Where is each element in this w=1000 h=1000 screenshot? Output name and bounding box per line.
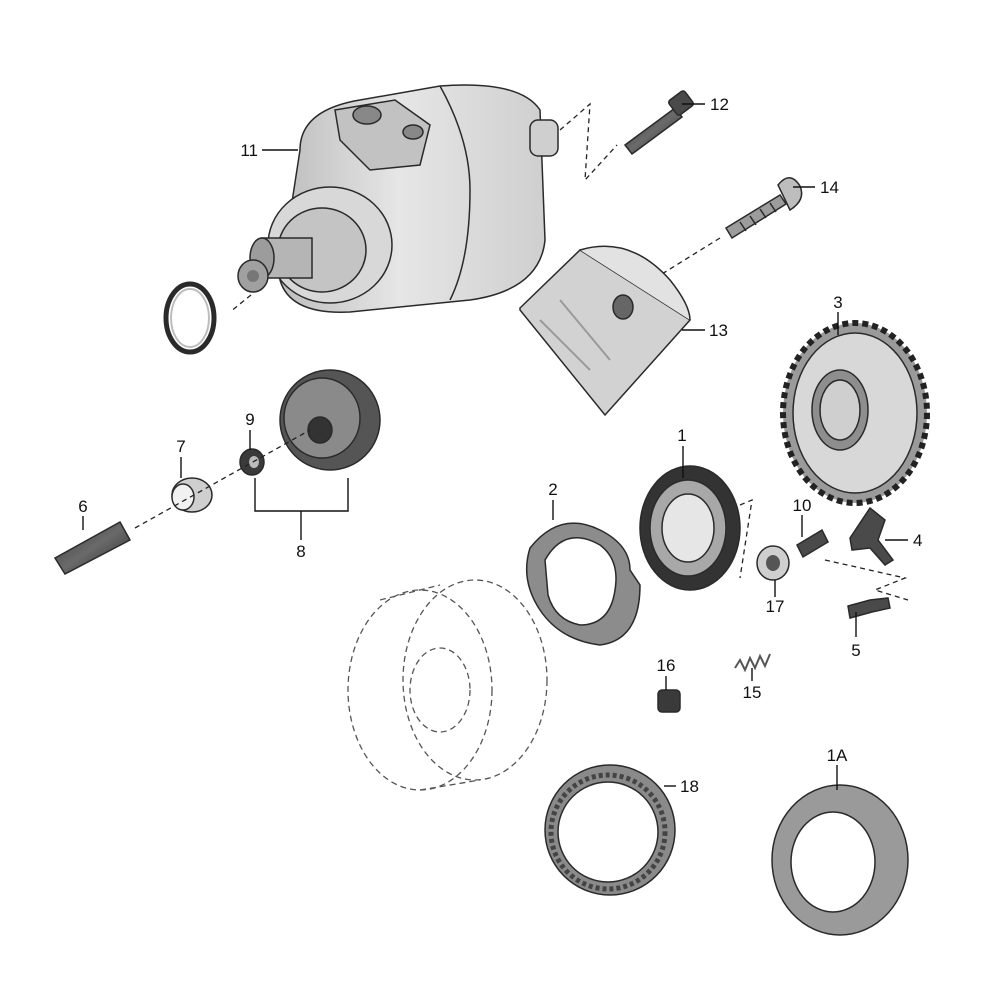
callout-label: 13: [709, 321, 728, 340]
shaft-part-6: [53, 520, 132, 575]
gasket-part-2: [525, 522, 641, 646]
callout-label: 16: [657, 656, 676, 675]
callout-label: 12: [710, 95, 729, 114]
clutch-housing-part-1: [639, 465, 741, 591]
o-ring: [163, 281, 217, 355]
bushing-part-9: [239, 448, 265, 476]
lever-part-4: [849, 506, 895, 566]
spacer-disc-part-8: [279, 369, 381, 471]
cover-part-13: [519, 245, 692, 417]
sleeve-part-7: [171, 477, 213, 513]
callout-label: 5: [851, 641, 860, 660]
gear-pinion: [237, 259, 269, 293]
roller-part-16: [657, 689, 681, 713]
callout-label: 15: [743, 683, 762, 702]
callout-label: 2: [548, 480, 557, 499]
bolt-part-12: [623, 90, 694, 156]
callout-label: 1: [677, 426, 686, 445]
callout-label: 17: [766, 597, 785, 616]
callout-label: 7: [176, 437, 185, 456]
leader-lines: [82, 103, 908, 790]
callout-label: 18: [680, 777, 699, 796]
callout-label: 14: [820, 178, 839, 197]
callout-label: 6: [78, 497, 87, 516]
callout-label: 9: [245, 410, 254, 429]
lock-washer-part-17: [756, 545, 790, 581]
callout-label: 8: [296, 542, 305, 561]
spring-part-15: [734, 653, 771, 673]
screw-part-14: [724, 177, 803, 240]
bolt-part-10: [796, 528, 829, 559]
callout-label: 3: [833, 293, 842, 312]
callout-label: 11: [240, 141, 258, 160]
flywheel-ghost-outline: [347, 579, 548, 791]
sprag-ring-part-18: [544, 764, 676, 896]
sprocket-part-3: [780, 320, 930, 506]
callout-labels: 11 12 14 13 3 9 7 6 8 1 2 10 4 17 5 16 1…: [78, 95, 922, 796]
starter-motor-part-11: [229, 84, 559, 313]
callout-label: 1A: [827, 746, 848, 765]
bolt-part-5: [847, 597, 891, 619]
callout-label: 10: [793, 496, 812, 515]
seal-part-1a: [771, 784, 909, 936]
callout-label: 4: [913, 531, 922, 550]
